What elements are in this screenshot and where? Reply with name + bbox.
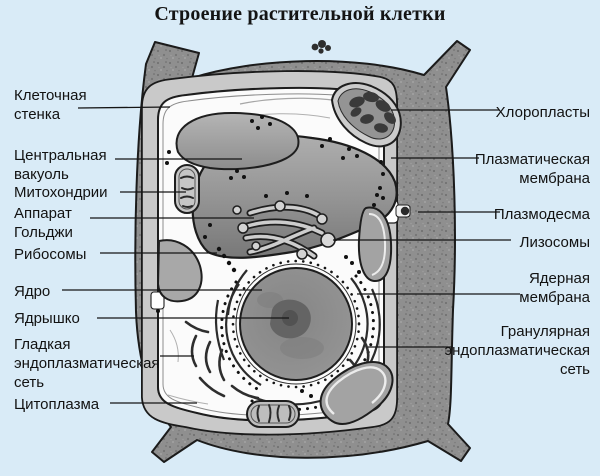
mitochondrion-left-graphic — [174, 164, 200, 214]
cell-wall-graphic — [134, 40, 471, 463]
right-plastid-graphic — [357, 206, 393, 282]
nucleus-graphic — [231, 259, 361, 389]
label-ribosomes: Рибосомы — [14, 246, 87, 263]
mitochondrion-bottom-graphic — [246, 400, 300, 428]
label-mitochondria: Митохондрии — [14, 184, 108, 201]
label-plasma-membrane: Плазматическая мембрана — [474, 151, 590, 187]
label-granular-er: Гранулярная эндоплазматическая сеть — [444, 323, 590, 378]
label-nucleolus: Ядрышко — [14, 310, 80, 327]
label-chloroplasts: Хлоропласты — [495, 104, 590, 121]
figure-title: Строение растительной клетки — [154, 3, 446, 25]
leucoplast-graphic — [175, 111, 300, 171]
label-lysosomes: Лизосомы — [519, 234, 590, 251]
label-nucleus: Ядро — [14, 283, 51, 300]
label-plasmodesma: Плазмодесма — [493, 206, 590, 223]
bottom-right-chloroplast-graphic — [319, 361, 394, 426]
chloroplast-graphic — [330, 82, 402, 148]
golgi-apparatus-graphic — [232, 200, 328, 260]
leader-lines — [62, 106, 520, 404]
label-smooth-er: Гладкая эндоплазматическая сеть — [14, 336, 160, 391]
label-cell-wall: Клеточная стенка — [14, 87, 87, 123]
ribosomes-graphic — [165, 115, 385, 398]
label-central-vacuole: Центральная вакуоль — [14, 147, 107, 183]
lysosome-graphic — [320, 232, 336, 248]
wall-pit-graphic — [311, 40, 331, 54]
bottom-left-plastid-graphic — [156, 239, 203, 303]
label-golgi-apparatus: Аппарат Гольджи — [14, 205, 73, 241]
leader-cell-wall — [77, 106, 171, 109]
left-wall-pore-graphic — [150, 291, 165, 313]
grana-graphic — [349, 91, 396, 133]
label-nuclear-membrane: Ядерная мембрана — [519, 270, 590, 306]
nuclear-membrane-graphic — [231, 259, 361, 389]
golgi-vesicles-graphic — [232, 200, 328, 260]
label-cytoplasm: Цитоплазма — [14, 396, 100, 413]
